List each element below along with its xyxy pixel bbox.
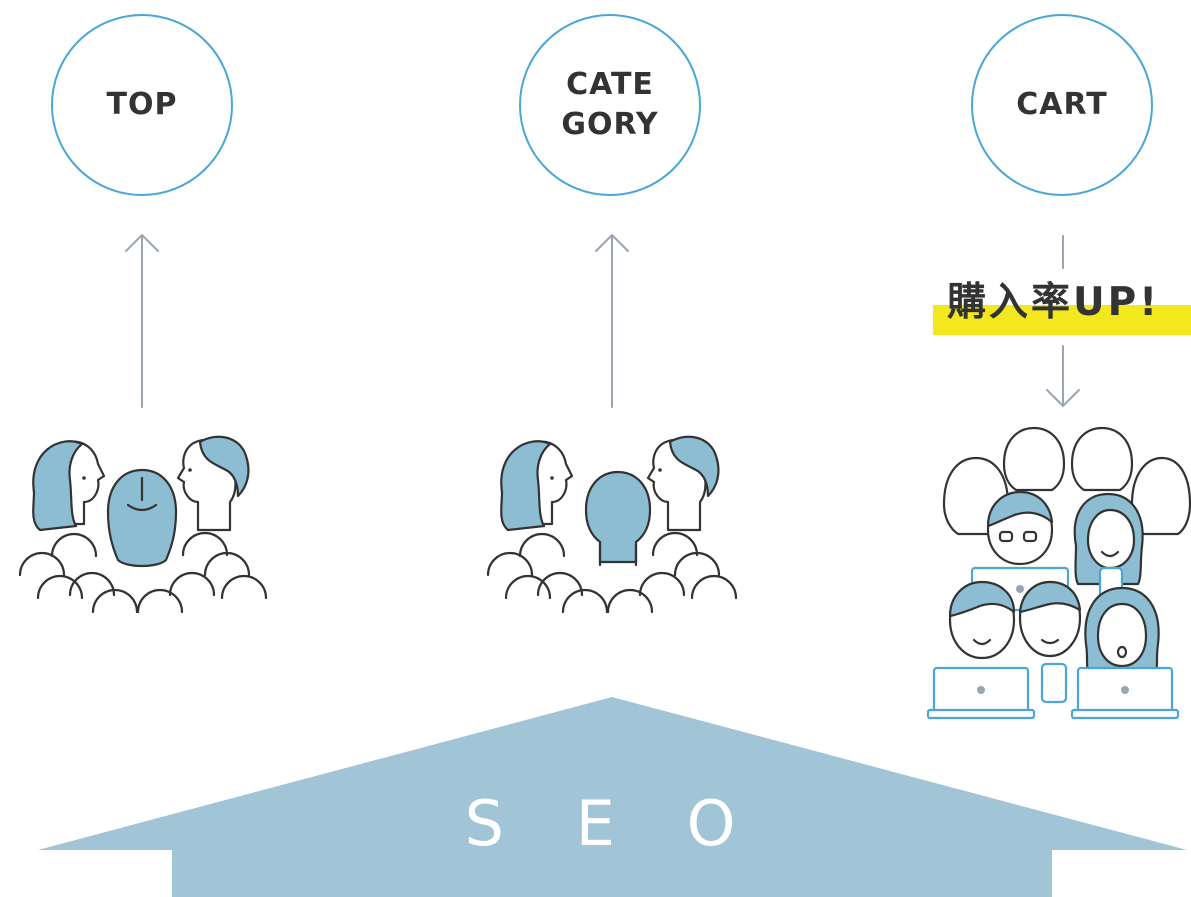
callout-highlight: [933, 305, 1191, 335]
cart-page-node: CART: [971, 14, 1153, 196]
category-label-line2: GORY: [561, 107, 659, 142]
top-page-node: TOP: [51, 14, 233, 196]
category-page-node: CATE GORY: [519, 14, 701, 196]
category-label-line1: CATE: [566, 67, 654, 102]
arrow-up-top: [125, 233, 159, 408]
arrow-up-category: [595, 233, 629, 408]
arrow-down-cart: [1046, 235, 1080, 408]
crowd-category-illustration: [486, 435, 738, 614]
seo-arrow-shape: [38, 697, 1187, 897]
cart-page-label: CART: [1016, 87, 1108, 122]
crowd-top-illustration: [18, 435, 268, 614]
purchase-rate-up-callout: 購入率UP!: [947, 280, 1161, 325]
crowd-cart-illustration: [926, 426, 1191, 720]
top-page-label: TOP: [106, 87, 178, 122]
seo-label: S E O: [464, 787, 762, 860]
category-page-label: CATE GORY: [561, 65, 658, 145]
